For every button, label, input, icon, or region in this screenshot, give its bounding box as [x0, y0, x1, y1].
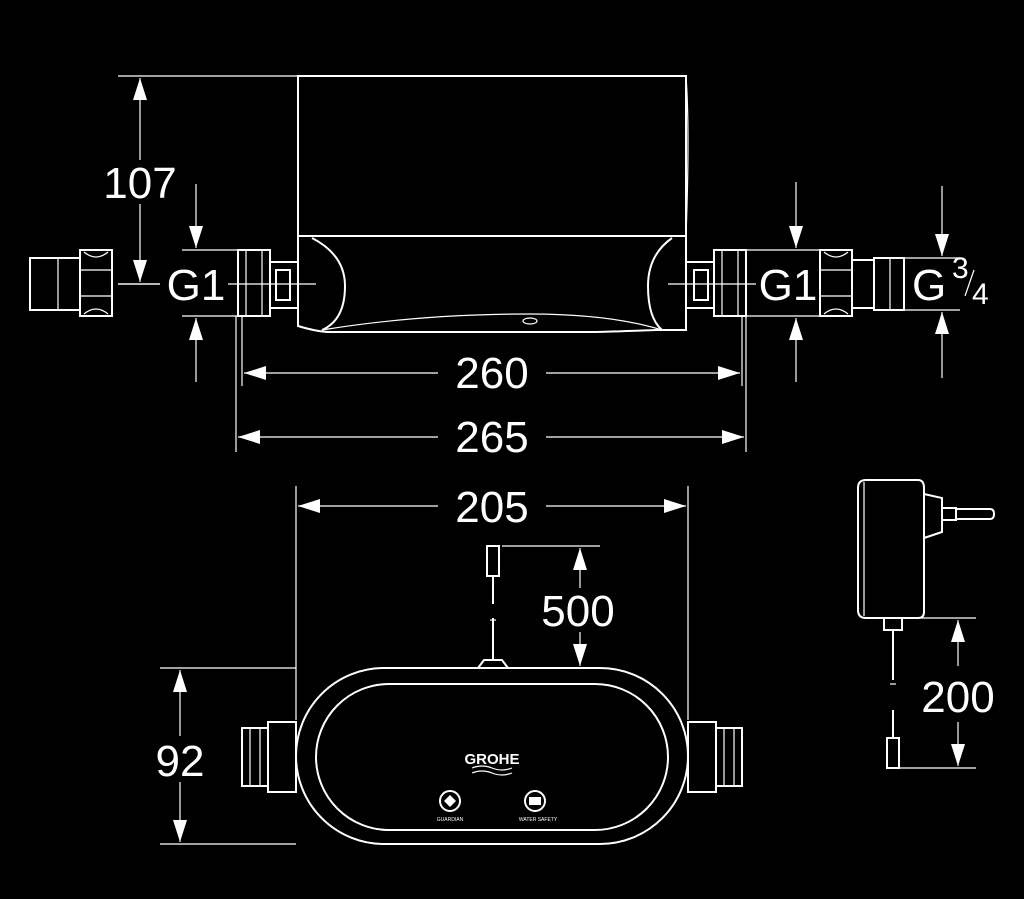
button-guardian-label: GUARDIAN [437, 817, 464, 823]
dim-92: 92 [156, 667, 296, 845]
dim-260-label: 260 [455, 349, 528, 398]
dim-200-label: 200 [921, 673, 994, 722]
dim-g34-letter: G [912, 261, 946, 310]
front-left-connector [241, 721, 297, 793]
dim-g1-right-label: G1 [759, 261, 818, 310]
right-fitting [819, 249, 905, 317]
grohe-logo: GROHE [464, 751, 520, 776]
dim-260: 260 [241, 316, 743, 398]
dim-500-label: 500 [541, 587, 614, 636]
button-guardian: GUARDIAN [437, 790, 464, 823]
dim-g34: G 3 4 [904, 186, 989, 378]
dim-g34-num: 3 [952, 252, 969, 285]
front-body-inner [315, 683, 669, 831]
body-housing [297, 75, 687, 237]
dim-500: 500 [502, 545, 615, 669]
dim-107-label: 107 [103, 159, 176, 208]
front-right-connector [687, 721, 743, 793]
dim-205-label: 205 [455, 483, 528, 532]
dim-g1-left: G1 [167, 184, 238, 382]
left-fitting [29, 249, 113, 317]
dim-205: 205 [295, 483, 689, 720]
front-view: GROHE GUARDIAN WATER SAFETY [241, 545, 743, 845]
dim-g34-den: 4 [972, 278, 989, 311]
side-view [29, 75, 905, 333]
dim-200: 200 [900, 617, 995, 769]
dim-265: 265 [235, 316, 747, 462]
button-water-safety: WATER SAFETY [519, 790, 558, 823]
dim-107: 107 [103, 75, 298, 285]
dim-265-label: 265 [455, 413, 528, 462]
left-connector [237, 249, 299, 317]
dim-g1-right: G1 [746, 182, 820, 382]
power-adapter [857, 479, 996, 769]
grohe-logo-text: GROHE [464, 751, 519, 768]
body-base [297, 235, 687, 333]
dim-92-label: 92 [156, 737, 205, 786]
button-water-safety-label: WATER SAFETY [519, 817, 558, 823]
right-connector [685, 249, 747, 317]
dim-g1-left-label: G1 [167, 261, 226, 310]
